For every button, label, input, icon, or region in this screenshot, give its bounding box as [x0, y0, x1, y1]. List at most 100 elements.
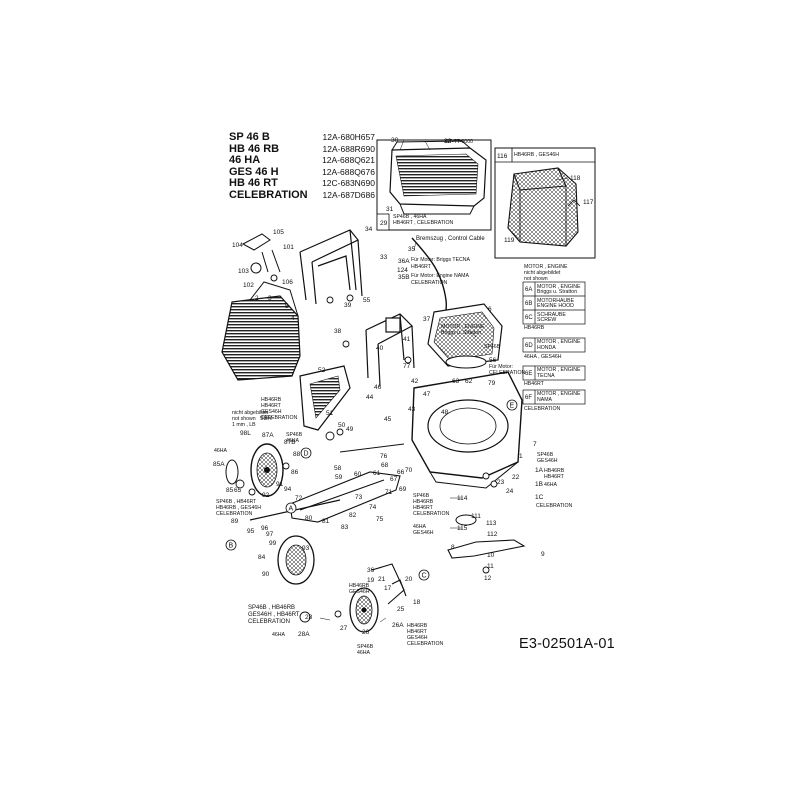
svg-text:6B: 6B [525, 301, 532, 307]
note-ha-28a: 46HA [272, 632, 285, 638]
note-6e-1: MOTOR , ENGINE [537, 367, 581, 373]
part-80: 80 [305, 515, 313, 522]
grass-catcher-box [376, 139, 492, 231]
part-89: 89 [231, 518, 239, 525]
part-87b: 87B [284, 439, 296, 446]
note-hb46rb-left-4: CELEBRATION [261, 415, 298, 421]
part-66: 66 [397, 469, 405, 476]
mower-deck [411, 371, 523, 489]
note-mid-114-1: SP46B [413, 493, 430, 499]
part-39: 39 [344, 302, 352, 309]
note-mid-114-4: CELEBRATION [413, 511, 450, 517]
part-18: 18 [413, 599, 421, 606]
part-26: 26 [362, 629, 370, 636]
note-engine-1: MOTOR , ENGINE [524, 264, 568, 270]
part-23: 23 [497, 479, 505, 486]
part-50: 50 [338, 422, 346, 429]
note-6e-2: TECNA [537, 373, 555, 379]
note-control-cable: Bremszug , Control Cable [416, 236, 485, 242]
part-6: 6 [488, 306, 492, 313]
note-6e-model: HB46RT [524, 381, 544, 387]
note-left-models-3: CELEBRATION [216, 511, 253, 517]
part-36a: 36A [398, 258, 410, 265]
part-124: 124 [397, 267, 408, 274]
note-6c-1: SCHRAUBE [537, 312, 566, 318]
note-46ha-left: 46HA [214, 448, 227, 454]
hardware-pieces [235, 294, 498, 623]
model-name: SP 46 B [229, 131, 270, 143]
part-35: 35 [408, 246, 416, 253]
document-number: E3-02501A-01 [519, 636, 615, 652]
part-4: 4 [291, 315, 295, 322]
note-notshown-1: nicht abgebildet [232, 410, 269, 416]
part-72: 72 [295, 495, 303, 502]
svg-text:6C: 6C [525, 315, 533, 321]
part-99: 99 [269, 540, 277, 547]
part-40: 40 [376, 345, 384, 352]
part-119: 119 [504, 237, 515, 244]
note-6f-model: CELEBRATION [524, 406, 561, 412]
part-28: 28 [305, 614, 313, 621]
part-26a: 26A [392, 622, 404, 629]
note-cable-36a: Für Motor: Briggs TECNA [411, 257, 470, 263]
height-adjuster [371, 563, 407, 605]
part-94: 94 [284, 486, 292, 493]
model-row: SP 46 B 12A-680H657 [229, 131, 375, 144]
part-96: 96 [261, 525, 269, 532]
part-45: 45 [384, 416, 392, 423]
part-32: 32 [444, 138, 452, 145]
part-30: 30 [391, 137, 399, 144]
part-47: 47 [423, 391, 431, 398]
part-85a: 85A [213, 461, 225, 468]
note-notshown-2: not shown [232, 416, 256, 422]
grass-bag-box [494, 147, 596, 259]
part-21: 21 [378, 576, 386, 583]
part-24: 24 [506, 488, 514, 495]
note-6d-1: MOTOR , ENGINE [537, 339, 581, 345]
engine-legend [522, 281, 586, 405]
part-67: 67 [390, 476, 398, 483]
part-9: 9 [541, 551, 545, 558]
model-code: 12A-688Q676 [322, 166, 375, 177]
note-box-28-3: CELEBRATION [248, 619, 290, 625]
part-36: 36 [367, 567, 375, 574]
note-cable-35b-model: CELEBRATION [411, 280, 448, 286]
note-6d-2: HONDA [537, 345, 556, 351]
part-37: 37 [423, 316, 431, 323]
note-6a-2: Briggs u. Stratton [537, 289, 578, 295]
part-56: 56 [489, 357, 497, 364]
part-74: 74 [369, 504, 377, 511]
part-65: 65 [234, 487, 242, 494]
part-22: 22 [512, 474, 520, 481]
rear-flap [221, 281, 301, 381]
model-code: 12A-680H657 [322, 132, 375, 142]
note-hb46rb-wheel-1: HB46RB [349, 583, 370, 589]
part-1b: 1B [535, 481, 543, 488]
note-mid-115-2: GES46H [413, 530, 434, 536]
part-118: 118 [570, 175, 581, 182]
part-81: 81 [322, 518, 330, 525]
part-104: 104 [232, 242, 243, 249]
note-engine-2: nicht abgebildet [524, 270, 561, 276]
note-56-2: CELEBRATION [489, 370, 526, 376]
part-63: 63 [452, 378, 460, 385]
note-right-sp-2: GES46H [537, 458, 558, 464]
part-112: 112 [487, 531, 498, 538]
part-2: 2 [255, 295, 259, 302]
model-code: 12A-687D686 [322, 189, 375, 200]
part-73: 73 [355, 494, 363, 501]
part-77: 77 [403, 363, 411, 370]
part-28a: 28A [298, 631, 310, 638]
part-98l: 98L [240, 430, 251, 437]
part-38: 38 [334, 328, 342, 335]
drive-wheel-assembly [249, 499, 341, 585]
part-86: 86 [291, 469, 299, 476]
svg-text:6D: 6D [525, 343, 533, 349]
lower-handle [365, 313, 415, 387]
note-right-1b: 46HA [544, 482, 557, 488]
note-right-sp-1: SP46B [537, 452, 554, 458]
part-87a: 87A [262, 432, 274, 439]
